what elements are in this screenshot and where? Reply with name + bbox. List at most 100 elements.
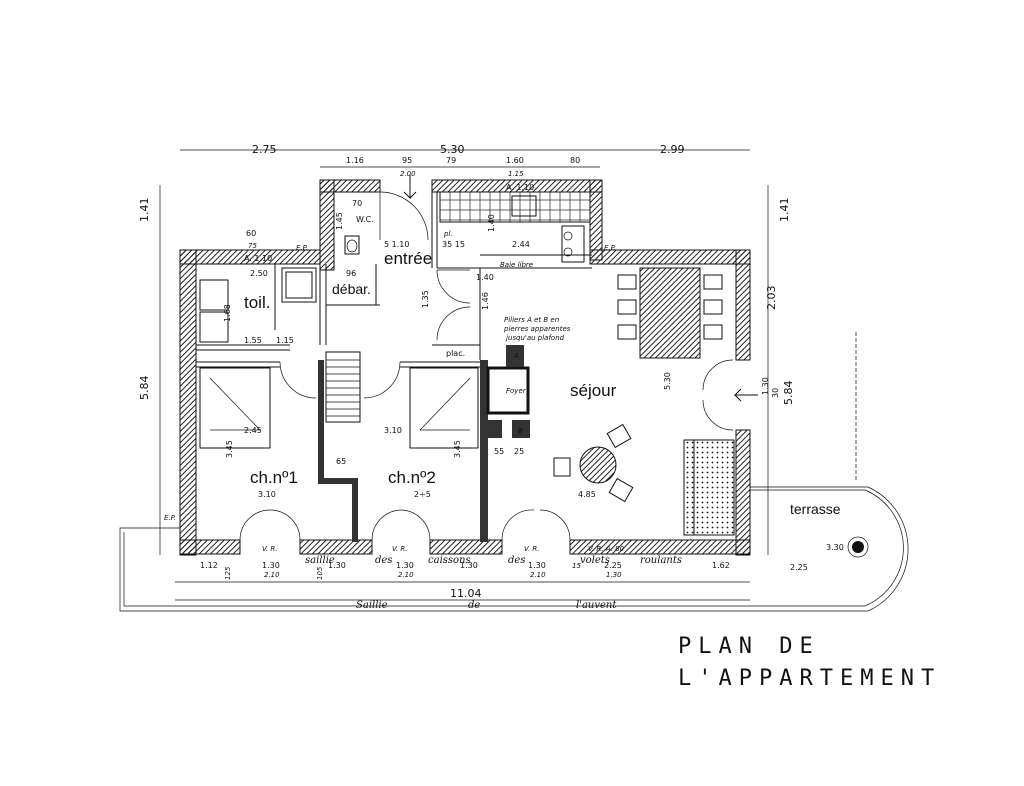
dim-top-1-60-sub: 1.15 [508, 170, 524, 178]
dim-bottom-125: 125 [224, 566, 232, 580]
fireplace [486, 345, 530, 438]
dim-top-5-30: 5.30 [440, 143, 465, 156]
dim-3-45b: 3.45 [453, 440, 462, 458]
dim-right-2-03: 2.03 [765, 286, 778, 311]
dim-60: 60 [246, 229, 256, 238]
room-entree: entrée [384, 249, 432, 268]
dim-top-1-16: 1.16 [346, 156, 364, 165]
dim-bottom-1-30f: 1.30 [606, 571, 622, 579]
terrace-outline [119, 332, 909, 612]
room-sejour: séjour [570, 381, 617, 400]
doors [239, 191, 734, 541]
dim-right-1-30: 1.30 [761, 377, 770, 395]
dim-bottom-2-25b: 2.25 [790, 563, 808, 572]
dim-1-40b: 1.40 [476, 273, 494, 282]
dim-left-5-84: 5.84 [138, 376, 151, 401]
dim-right-1-41: 1.41 [778, 198, 791, 223]
dim-top-2-99: 2.99 [660, 143, 685, 156]
dim-1-15: 1.15 [276, 336, 294, 345]
note-ep-left: E.P. [164, 514, 176, 522]
dim-35-15: 35 15 [442, 240, 465, 249]
note-caissons-4: des [508, 555, 525, 566]
bathroom-fixtures [199, 235, 360, 343]
dim-4-85: 4.85 [578, 490, 596, 499]
dining-table [617, 267, 723, 359]
dim-bottom-1-12: 1.12 [200, 561, 218, 570]
note-vr3: V. R. [524, 545, 540, 553]
room-ch2: ch.nº2 [388, 468, 436, 487]
dim-right-30: 30 [771, 388, 780, 398]
sofa [683, 439, 735, 536]
dim-top-95: 95 [402, 156, 412, 165]
dim-bottom-1-30a: 1.30 [262, 561, 280, 570]
room-terrasse: terrasse [790, 501, 841, 517]
dim-1-45: 1.45 [335, 212, 344, 230]
dim-55: 55 [494, 447, 504, 456]
note-baie-libre: Baie libre [500, 261, 533, 269]
dim-2-45: 2.45 [244, 426, 262, 435]
dim-75: 75 [248, 242, 257, 250]
dim-1-68: 1.68 [223, 304, 232, 322]
dim-bottom-2-25a: 2.25 [604, 561, 622, 570]
dim-top-95-sub: 2.00 [400, 170, 416, 178]
dim-70: 70 [352, 199, 362, 208]
dim-2-5: 2÷5 [414, 490, 431, 499]
dim-1-40: 1.40 [487, 214, 496, 232]
note-label-a: A [513, 352, 519, 360]
staircase [325, 351, 361, 423]
exterior-walls [179, 179, 751, 556]
dim-bottom-1-30c: 1.30 [396, 561, 414, 570]
note-vr1: V. R. [262, 545, 278, 553]
dim-left-1-41: 1.41 [138, 198, 151, 223]
dim-top-2-75: 2.75 [252, 143, 277, 156]
room-debarras: débar. [332, 281, 371, 297]
kitchen-counter [439, 191, 591, 263]
dim-25: 25 [514, 447, 524, 456]
dim-bottom-2-10a: 2.10 [264, 571, 280, 579]
note-caissons-2: des [375, 555, 392, 566]
dim-1-55: 1.55 [244, 336, 262, 345]
dim-top-79: 79 [446, 156, 456, 165]
note-ep-top: E.P. [296, 244, 308, 252]
room-wc: W.C. [356, 215, 374, 224]
dim-3-10b: 3.10 [258, 490, 276, 499]
room-toilette: toil. [244, 293, 270, 312]
note-caissons-6: roulants [640, 555, 682, 566]
dim-bottom-1-30d: 1.30 [460, 561, 478, 570]
note-vr4: V. R. A. 80 [588, 545, 625, 553]
dim-top-1-60: 1.60 [506, 156, 524, 165]
room-placard: plac. [446, 349, 465, 358]
dim-1-35: 1.35 [421, 290, 430, 308]
plan-title-line1: PLAN DE [678, 634, 820, 659]
dim-1-46: 1.46 [481, 292, 490, 310]
room-foyer: Foyer [506, 387, 527, 395]
room-ch1: ch.nº1 [250, 468, 298, 487]
dim-bottom-11-04: 11.04 [450, 587, 482, 600]
dim-bottom-1-30e: 1.30 [528, 561, 546, 570]
note-saillie-1: Saillie [356, 600, 388, 611]
dim-3-45a: 3.45 [225, 440, 234, 458]
dimension-lines [159, 149, 769, 601]
round-table [553, 423, 634, 503]
dim-3-10a: 3.10 [384, 426, 402, 435]
dim-1-10: 5 1.10 [384, 240, 409, 249]
dim-bottom-1-62: 1.62 [712, 561, 730, 570]
dim-right-5-84: 5.84 [782, 381, 795, 406]
dim-bottom-1-30b: 1.30 [328, 561, 346, 570]
note-caissons-1: saillie [305, 555, 335, 566]
note-a110-left: A. 1.10 [244, 254, 272, 263]
dim-bottom-105: 105 [316, 566, 324, 580]
note-caissons-5: volets [580, 555, 610, 566]
arrows [403, 175, 758, 402]
dim-bottom-2-10b: 2.10 [398, 571, 414, 579]
note-caissons-3: caissons [428, 555, 471, 566]
dim-bottom-2-10c: 2.10 [530, 571, 546, 579]
bed-ch2 [409, 367, 479, 449]
note-saillie-2: de [468, 600, 480, 611]
note-ep-right: E.P. [604, 244, 616, 252]
note-label-b: B [518, 427, 523, 435]
note-a110-top: A. 1.10 [506, 183, 534, 192]
note-piliers-1: Piliers A et B en [504, 316, 559, 324]
room-pl: pl. [443, 230, 453, 238]
